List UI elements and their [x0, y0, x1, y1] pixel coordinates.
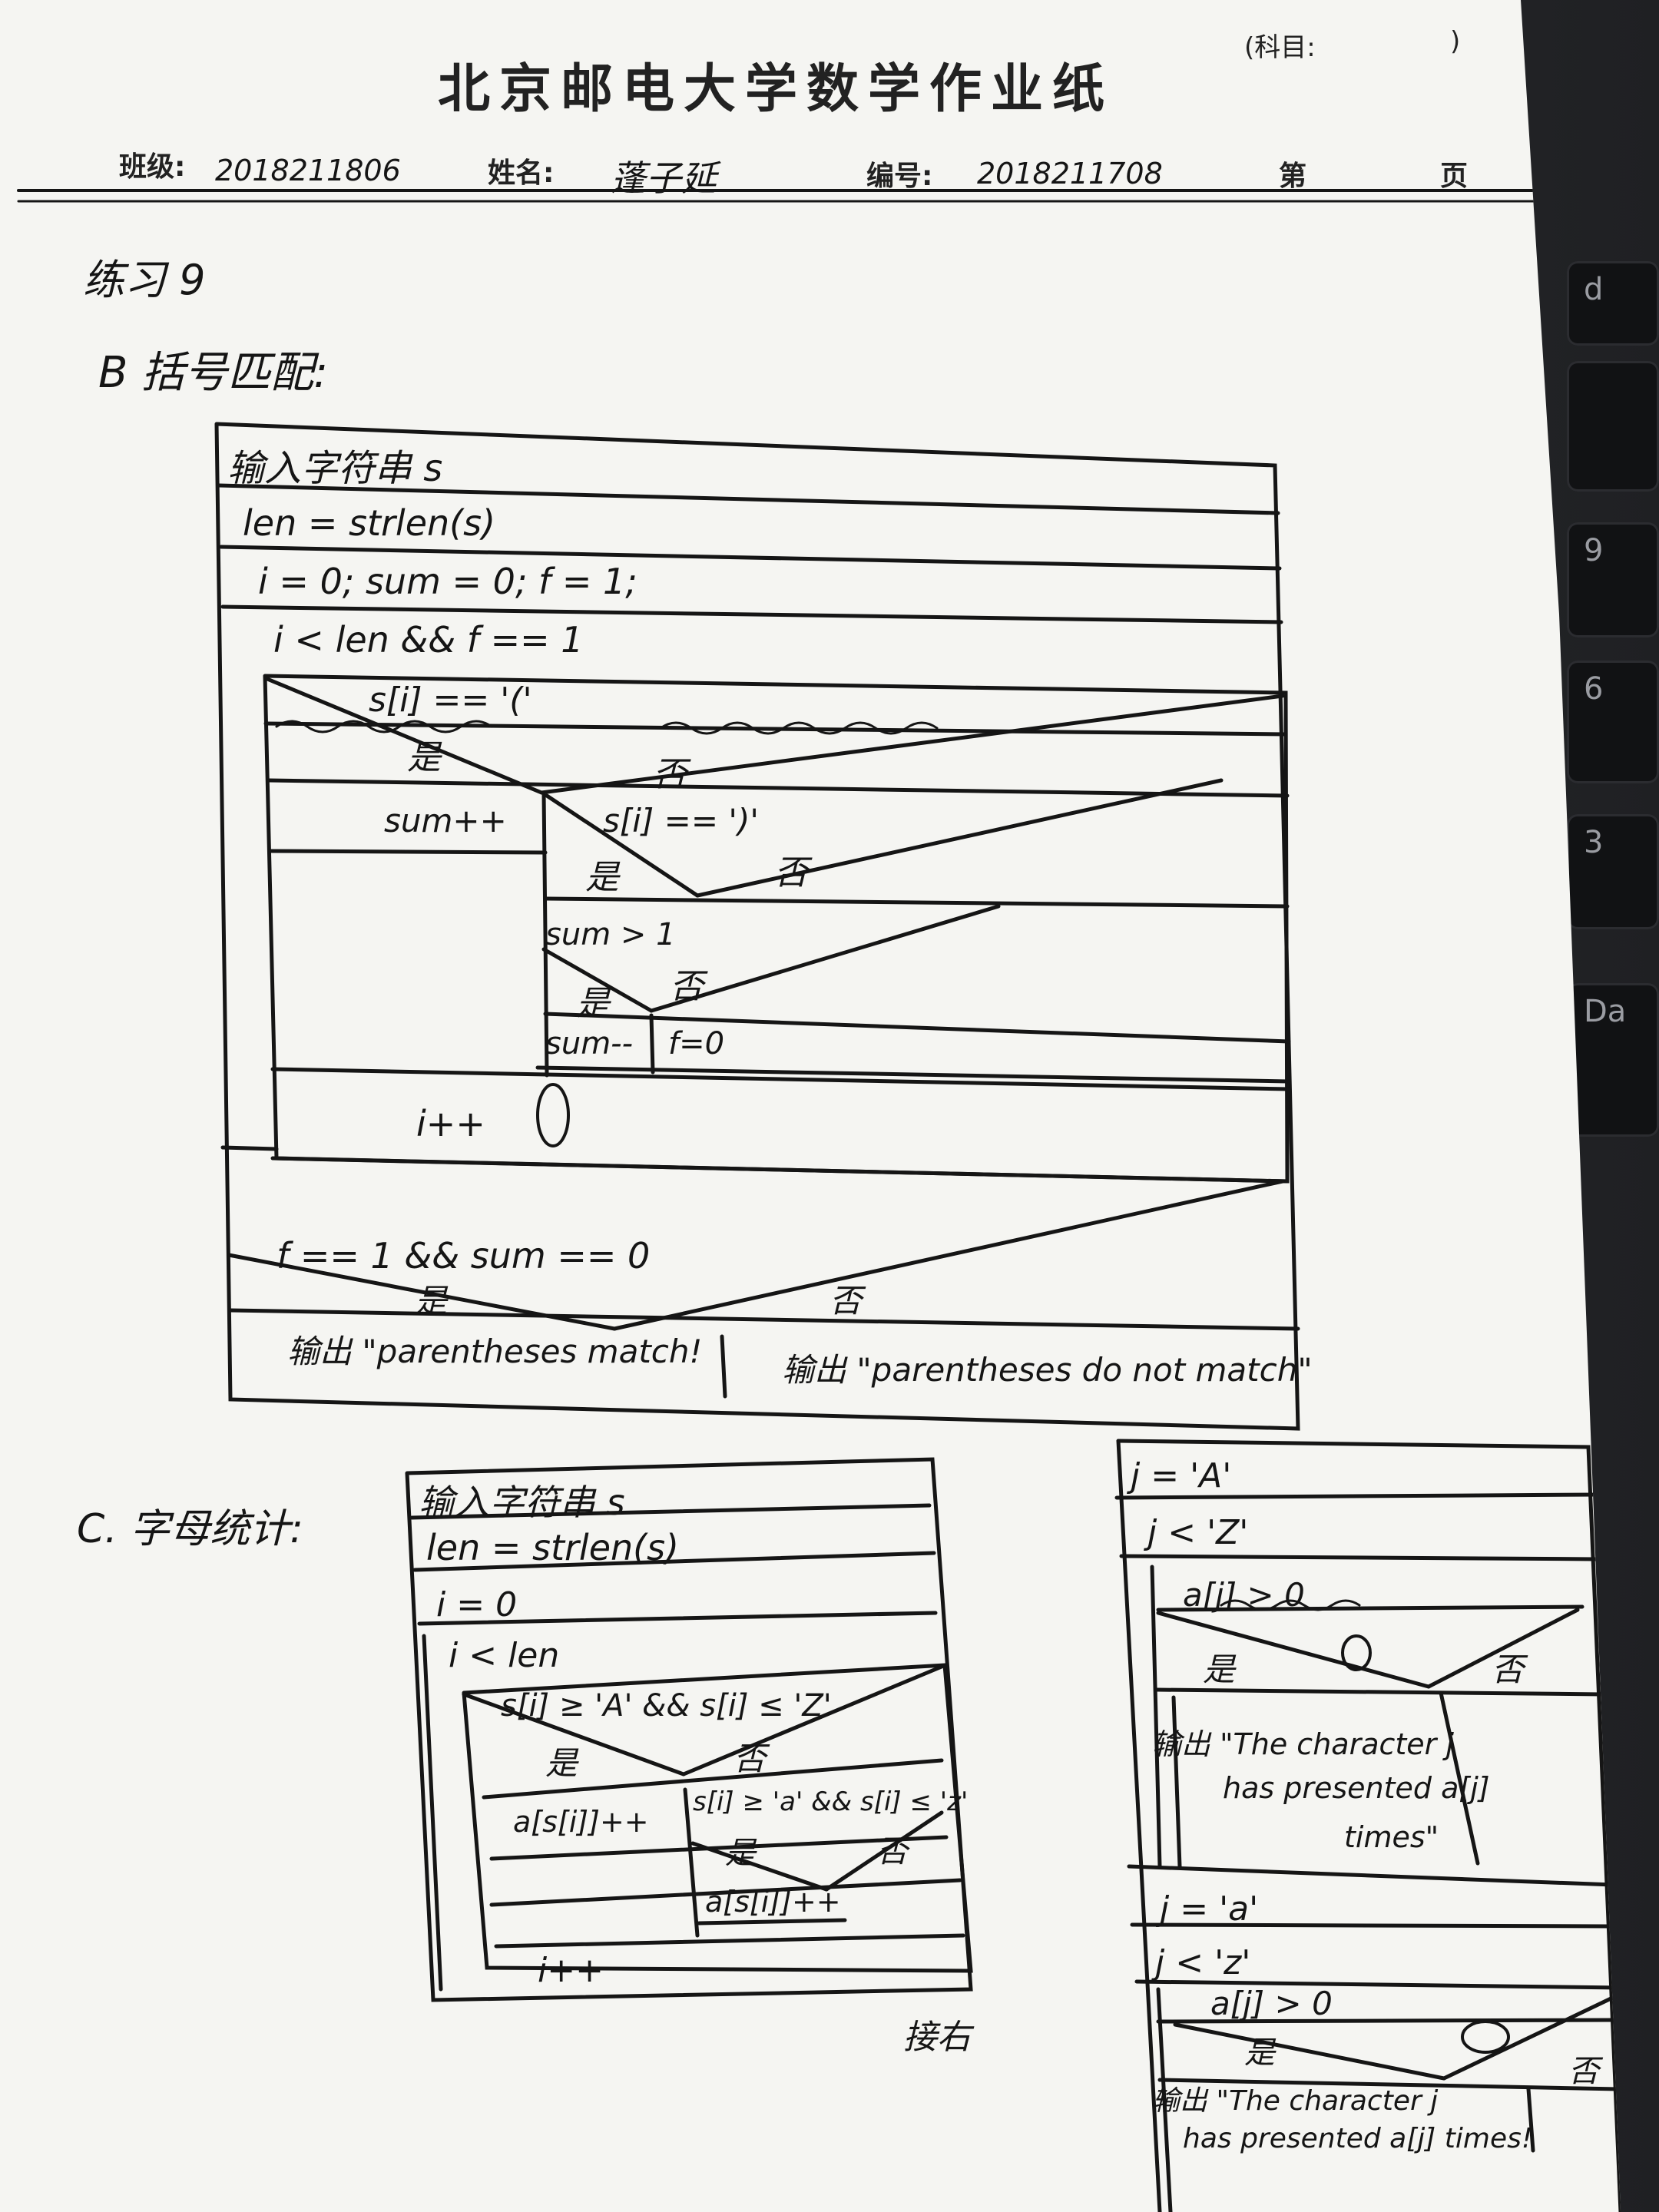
number-label: 编号: [866, 161, 933, 192]
c-continue-note: 接右 [903, 2018, 971, 2057]
page-suffix: 页 [1440, 161, 1469, 192]
b-init: i = 0; sum = 0; f = 1; [258, 561, 637, 602]
c-yes: 是 [545, 1744, 578, 1782]
r-loop-lower: j < 'z' [1155, 1943, 1251, 1982]
b-sum-inc: sum++ [384, 802, 507, 839]
homework-sheet: (科目: ) 北京邮电大学数学作业纸 班级: 2018211806 姓名: 蓬子… [0, 0, 1621, 2212]
exercise-title: 练习 9 [83, 256, 206, 304]
b-cond2: s[i] == ')' [603, 802, 759, 839]
keyboard-key: d [1567, 261, 1659, 346]
r-no2: 否 [1568, 2054, 1599, 2089]
subject-close: ) [1450, 26, 1461, 57]
b-out-nomatch: 输出 "parentheses do not match" [782, 1351, 1313, 1389]
r-out-upper-3: times" [1344, 1820, 1439, 1854]
b-i-inc: i++ [416, 1103, 485, 1144]
b-len: len = strlen(s) [243, 502, 496, 544]
r-out-lower-2: has presented a[j] times! [1183, 2123, 1533, 2154]
b-loop: i < len && f == 1 [273, 619, 584, 661]
class-label: 班级: [119, 151, 186, 183]
r-j-lower: j = 'a' [1160, 1889, 1259, 1929]
c-loop: i < len [449, 1636, 560, 1675]
keyboard-key [1567, 361, 1659, 492]
keyboard-key: 9 [1567, 522, 1659, 637]
r-j-upper: j = 'A' [1131, 1456, 1232, 1495]
keyboard-key: Da [1567, 983, 1659, 1137]
b-cond1: s[i] == '(' [369, 680, 532, 720]
r-yes1: 是 [1203, 1651, 1236, 1688]
r-loop-upper: j < 'Z' [1147, 1513, 1249, 1552]
keyboard-key: 3 [1567, 814, 1659, 929]
b-out-match: 输出 "parentheses match! [287, 1333, 703, 1370]
c-i-inc: i++ [538, 1951, 604, 1990]
r-no1: 否 [1492, 1651, 1525, 1688]
r-cond-lower: a[j] > 0 [1210, 1985, 1333, 2022]
c-init: i = 0 [436, 1585, 518, 1624]
page-prefix: 第 [1279, 161, 1307, 192]
class-value: 2018211806 [215, 154, 401, 187]
b-cond3: sum > 1 [545, 917, 676, 952]
b-sum-dec: sum-- [545, 1026, 634, 1061]
b-final-cond: f == 1 && sum == 0 [276, 1235, 651, 1277]
keyboard-key: 6 [1567, 661, 1659, 783]
b-final-no: 否 [830, 1282, 863, 1320]
c-cond-lower: s[i] ≥ 'a' && s[i] ≤ 'z' [693, 1786, 969, 1817]
number-value: 2018211708 [977, 157, 1163, 190]
flowchart-lines [17, 189, 1621, 2212]
b-input: 输入字符串 s [227, 447, 443, 490]
b-f-zero: f=0 [668, 1026, 725, 1061]
r-out-lower-1: 输出 "The character j [1152, 2085, 1439, 2117]
section-b-title: B 括号匹配: [98, 348, 329, 398]
c-inc-upper: a[s[i]]++ [513, 1805, 649, 1839]
r-out-upper-2: has presented a[j] [1223, 1771, 1490, 1805]
r-out-upper-1: 输出 "The character j [1152, 1727, 1454, 1761]
sheet-title: 北京邮电大学数学作业纸 [438, 59, 1114, 120]
section-c-title: C. 字母统计: [77, 1506, 303, 1552]
name-label: 姓名: [488, 157, 555, 189]
c-cond-upper: s[i] ≥ 'A' && s[i] ≤ 'Z' [501, 1688, 832, 1724]
subject-label: (科目: [1244, 32, 1316, 63]
b-yes2: 是 [585, 858, 619, 897]
